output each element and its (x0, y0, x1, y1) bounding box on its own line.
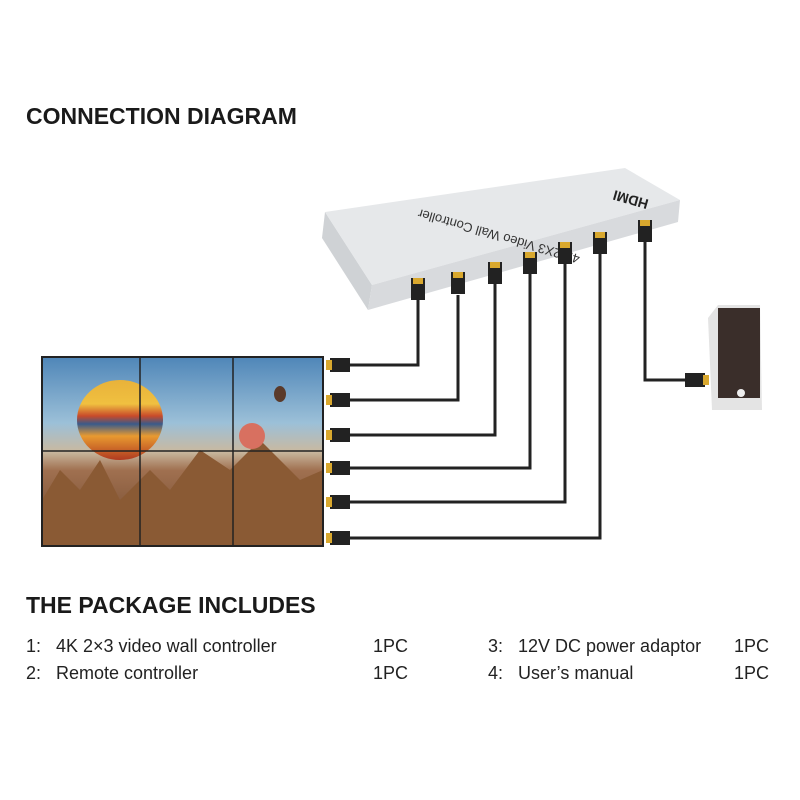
package-item-number: 3: (488, 636, 504, 656)
package-item-qty: 1PC (373, 663, 409, 683)
rock-formations (42, 440, 323, 546)
output-cable-1 (345, 300, 420, 367)
package-item-number: 1: (26, 636, 42, 656)
output-cable-5 (345, 263, 567, 504)
output-cable-6 (345, 253, 602, 540)
package-item-number: 4: (488, 663, 504, 683)
hot-air-balloon (77, 380, 163, 460)
package-item-name: 4K 2×3 video wall controller (56, 636, 277, 656)
package-item-name: 12V DC power adaptor (518, 636, 702, 656)
power-button-icon (737, 389, 745, 397)
package-title: THE PACKAGE INCLUDES (26, 592, 316, 618)
hdmi-connectors (326, 220, 709, 545)
video-wall-controller-device: 4K 2X3 Video Wall Controller HDMI (322, 168, 680, 310)
video-wall (41, 356, 324, 547)
cables (345, 240, 690, 540)
package-item-qty: 1PC (373, 636, 409, 656)
package-item-number: 2: (26, 663, 42, 683)
connection-diagram-title: CONNECTION DIAGRAM (26, 103, 297, 129)
computer-front-panel (718, 308, 760, 398)
input-cable (643, 240, 690, 382)
output-cable-3 (345, 283, 497, 437)
package-item-qty: 1PC (734, 663, 770, 683)
video-wall-frame (41, 356, 324, 547)
package-item-name: User’s manual (518, 663, 634, 683)
package-item-qty: 1PC (734, 636, 770, 656)
hot-air-balloon-distant (274, 386, 286, 402)
package-item-name: Remote controller (56, 663, 199, 683)
bezel-lines (42, 357, 323, 546)
hot-air-balloon-small (239, 423, 265, 449)
device-side-face (322, 212, 372, 310)
computer-tower (708, 305, 762, 410)
output-cable-4 (345, 273, 532, 470)
output-cable-2 (345, 295, 460, 402)
device-top-face (325, 168, 680, 285)
